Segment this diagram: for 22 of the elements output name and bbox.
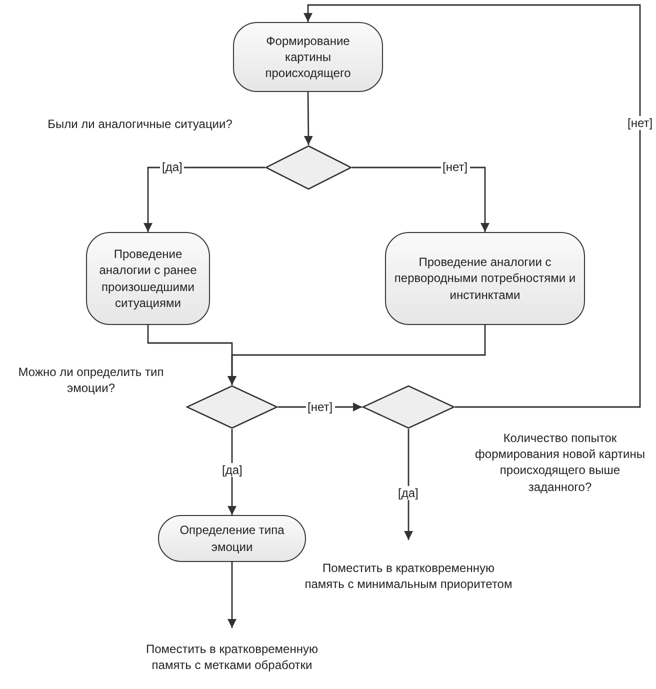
action-text: Поместить в кратковременную память с метками обработки [127,628,337,686]
edge-label: [да] [160,160,184,174]
activity-box: Проведение аналогии с ранее произошедшими ситуациями [86,232,210,325]
decision-diamond [265,145,352,190]
decision-diamond [362,385,455,429]
edge-label: [нет] [440,160,470,174]
decision-diamond [186,385,278,429]
action-text: Поместить в кратковременную память с минимальным приоритетом [304,540,514,612]
arrow [304,4,641,408]
arrow [228,562,236,628]
arrow [228,325,486,385]
edge-label: [да] [396,486,420,500]
edge-label: [да] [220,463,244,478]
question-text: Можно ли определить тип эмоции? [17,364,165,396]
activity-box: Формирование картины происходящего [233,22,383,92]
arrow [304,92,313,145]
edge-label: [нет] [626,116,655,130]
activity-box: Проведение аналогии с первородными потребностями и инстинктами [385,232,585,325]
question-text: Были ли аналогичные ситуации? [46,116,234,132]
activity-box: Определение типа эмоции [158,515,306,562]
edge-label: [нет] [306,400,335,414]
question-text: Количество попыток формирования новой картины происходящего выше заданного? [474,430,646,495]
